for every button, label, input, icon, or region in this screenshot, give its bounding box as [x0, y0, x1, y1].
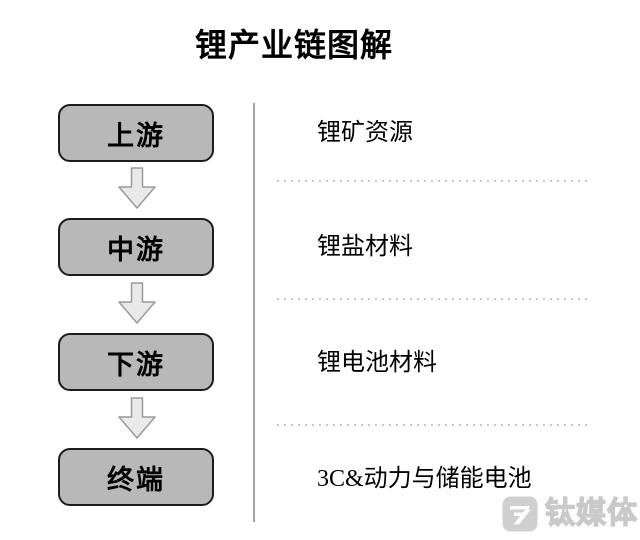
down-arrow-icon — [118, 397, 156, 439]
stage-box-upstream: 上游 — [58, 104, 214, 162]
stage-label: 中游 — [107, 234, 165, 265]
watermark-text: 钛媒体 — [544, 496, 638, 530]
tmtpost-logo-icon — [502, 496, 538, 532]
stage-box-midstream: 中游 — [58, 218, 214, 276]
down-arrow-icon — [118, 167, 156, 209]
stage-label: 上游 — [107, 120, 165, 151]
dotted-separator — [277, 424, 590, 426]
down-arrow-icon — [118, 282, 156, 324]
page-title: 锂产业链图解 — [194, 27, 393, 63]
dotted-separator — [277, 180, 590, 182]
stage-description-midstream: 锂盐材料 — [317, 234, 413, 260]
stage-box-terminal: 终端 — [58, 448, 214, 506]
watermark: 钛媒体 — [502, 496, 638, 532]
stage-box-downstream: 下游 — [58, 333, 214, 391]
dotted-separator — [277, 298, 590, 300]
stage-label: 下游 — [107, 349, 165, 380]
stage-label: 终端 — [107, 464, 165, 495]
stage-description-upstream: 锂矿资源 — [317, 120, 413, 146]
vertical-divider — [253, 103, 255, 522]
stage-description-terminal: 3C&动力与储能电池 — [317, 466, 532, 492]
stage-description-downstream: 锂电池材料 — [317, 350, 437, 376]
